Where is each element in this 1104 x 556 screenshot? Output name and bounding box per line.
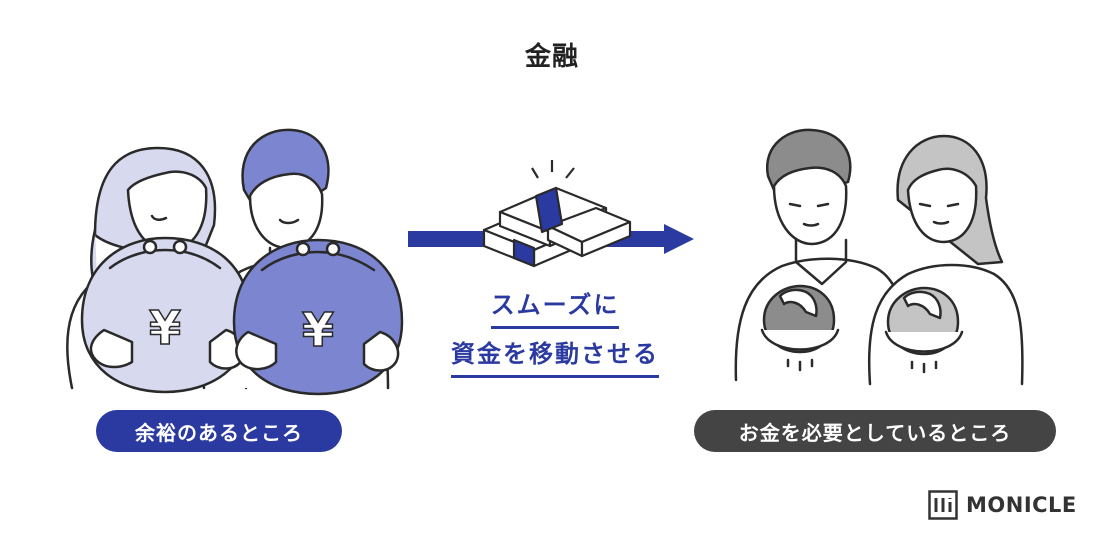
money-stack-icon (482, 160, 632, 268)
empty-purse-left (760, 284, 840, 372)
deficit-label: お金を必要としているところ (694, 410, 1056, 452)
monicle-logo-icon (928, 490, 958, 520)
center-caption-line2: 資金を移動させる (430, 334, 680, 378)
brand-name: MONICLE (966, 493, 1077, 517)
brand-logo: MONICLE (928, 490, 1077, 520)
diagram-title: 金融 (524, 42, 579, 72)
surplus-label: 余裕のあるところ (96, 410, 342, 452)
empty-purse-right (884, 286, 964, 374)
center-caption-line1: スムーズに (430, 285, 680, 329)
yen-symbol-right: ¥ (302, 303, 334, 357)
yen-symbol-left: ¥ (149, 301, 181, 355)
purse-periwinkle (232, 238, 404, 396)
